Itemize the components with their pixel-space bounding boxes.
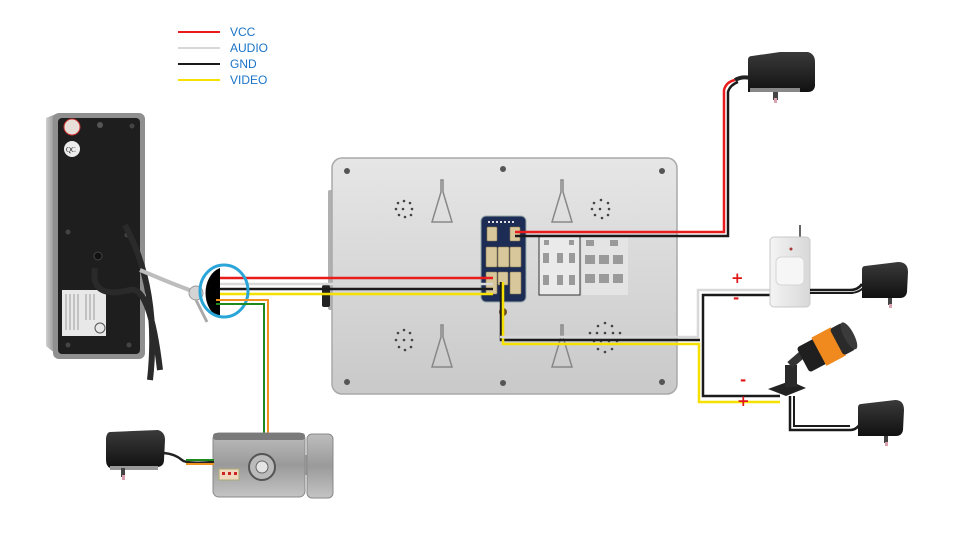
wires-monitor-power — [515, 78, 739, 238]
legend-label: AUDIO — [230, 41, 269, 55]
wire-monitor-vcc — [515, 78, 736, 234]
outdoor-door-unit: QC — [46, 113, 209, 381]
certification-sticker — [63, 118, 81, 136]
wires-door-to-monitor — [212, 276, 493, 296]
electric-lock — [212, 432, 334, 499]
monitor-side-button — [322, 285, 330, 307]
wire-monitor-gnd — [515, 80, 739, 238]
power-adapter-sensor — [862, 262, 908, 308]
power-adapter-camera — [858, 400, 904, 446]
adapter-cable — [163, 451, 215, 464]
sensor-plus-sign: + — [731, 269, 744, 287]
pir-sensor — [769, 225, 865, 308]
wires-peripherals — [499, 282, 780, 404]
legend-swatch — [178, 47, 220, 49]
qc-text: QC — [66, 146, 76, 154]
wire-lock-orange — [216, 299, 269, 442]
camera-minus-sign: - — [740, 371, 746, 389]
power-adapter-lock — [106, 430, 215, 480]
connector-plug-shape — [205, 268, 220, 318]
legend-swatch — [178, 31, 220, 33]
camera-plus-sign: + — [737, 392, 750, 410]
lock-bolt — [306, 433, 334, 499]
wire-gnd-camera — [701, 340, 780, 398]
speaker-holes-top-left — [394, 199, 414, 219]
connector-label-panel — [538, 235, 628, 296]
camera-orange-band — [811, 327, 846, 366]
wires-lock — [216, 299, 269, 442]
legend-label: VCC — [230, 25, 256, 39]
wiring-label-sticker — [62, 290, 106, 336]
wire-audio-sensor — [500, 288, 770, 339]
wire-lock-green — [216, 303, 265, 442]
indoor-monitor — [322, 157, 678, 395]
legend-label: GND — [230, 57, 257, 71]
wire-gnd-sensor — [701, 293, 770, 340]
power-adapter-monitor — [734, 52, 815, 103]
legend-swatch — [178, 79, 220, 81]
speaker-holes-top-right — [590, 198, 611, 220]
highlight-circle — [198, 263, 250, 319]
wire-video-camera — [501, 282, 780, 404]
legend-label: VIDEO — [230, 73, 268, 87]
speaker-holes-bottom-left — [394, 328, 414, 352]
sensor-minus-sign: - — [733, 289, 739, 307]
legend-swatch — [178, 63, 220, 65]
connector-board — [480, 215, 527, 303]
qc-sticker — [64, 141, 80, 157]
cctv-camera — [768, 322, 864, 432]
monitor-screws — [344, 166, 665, 386]
